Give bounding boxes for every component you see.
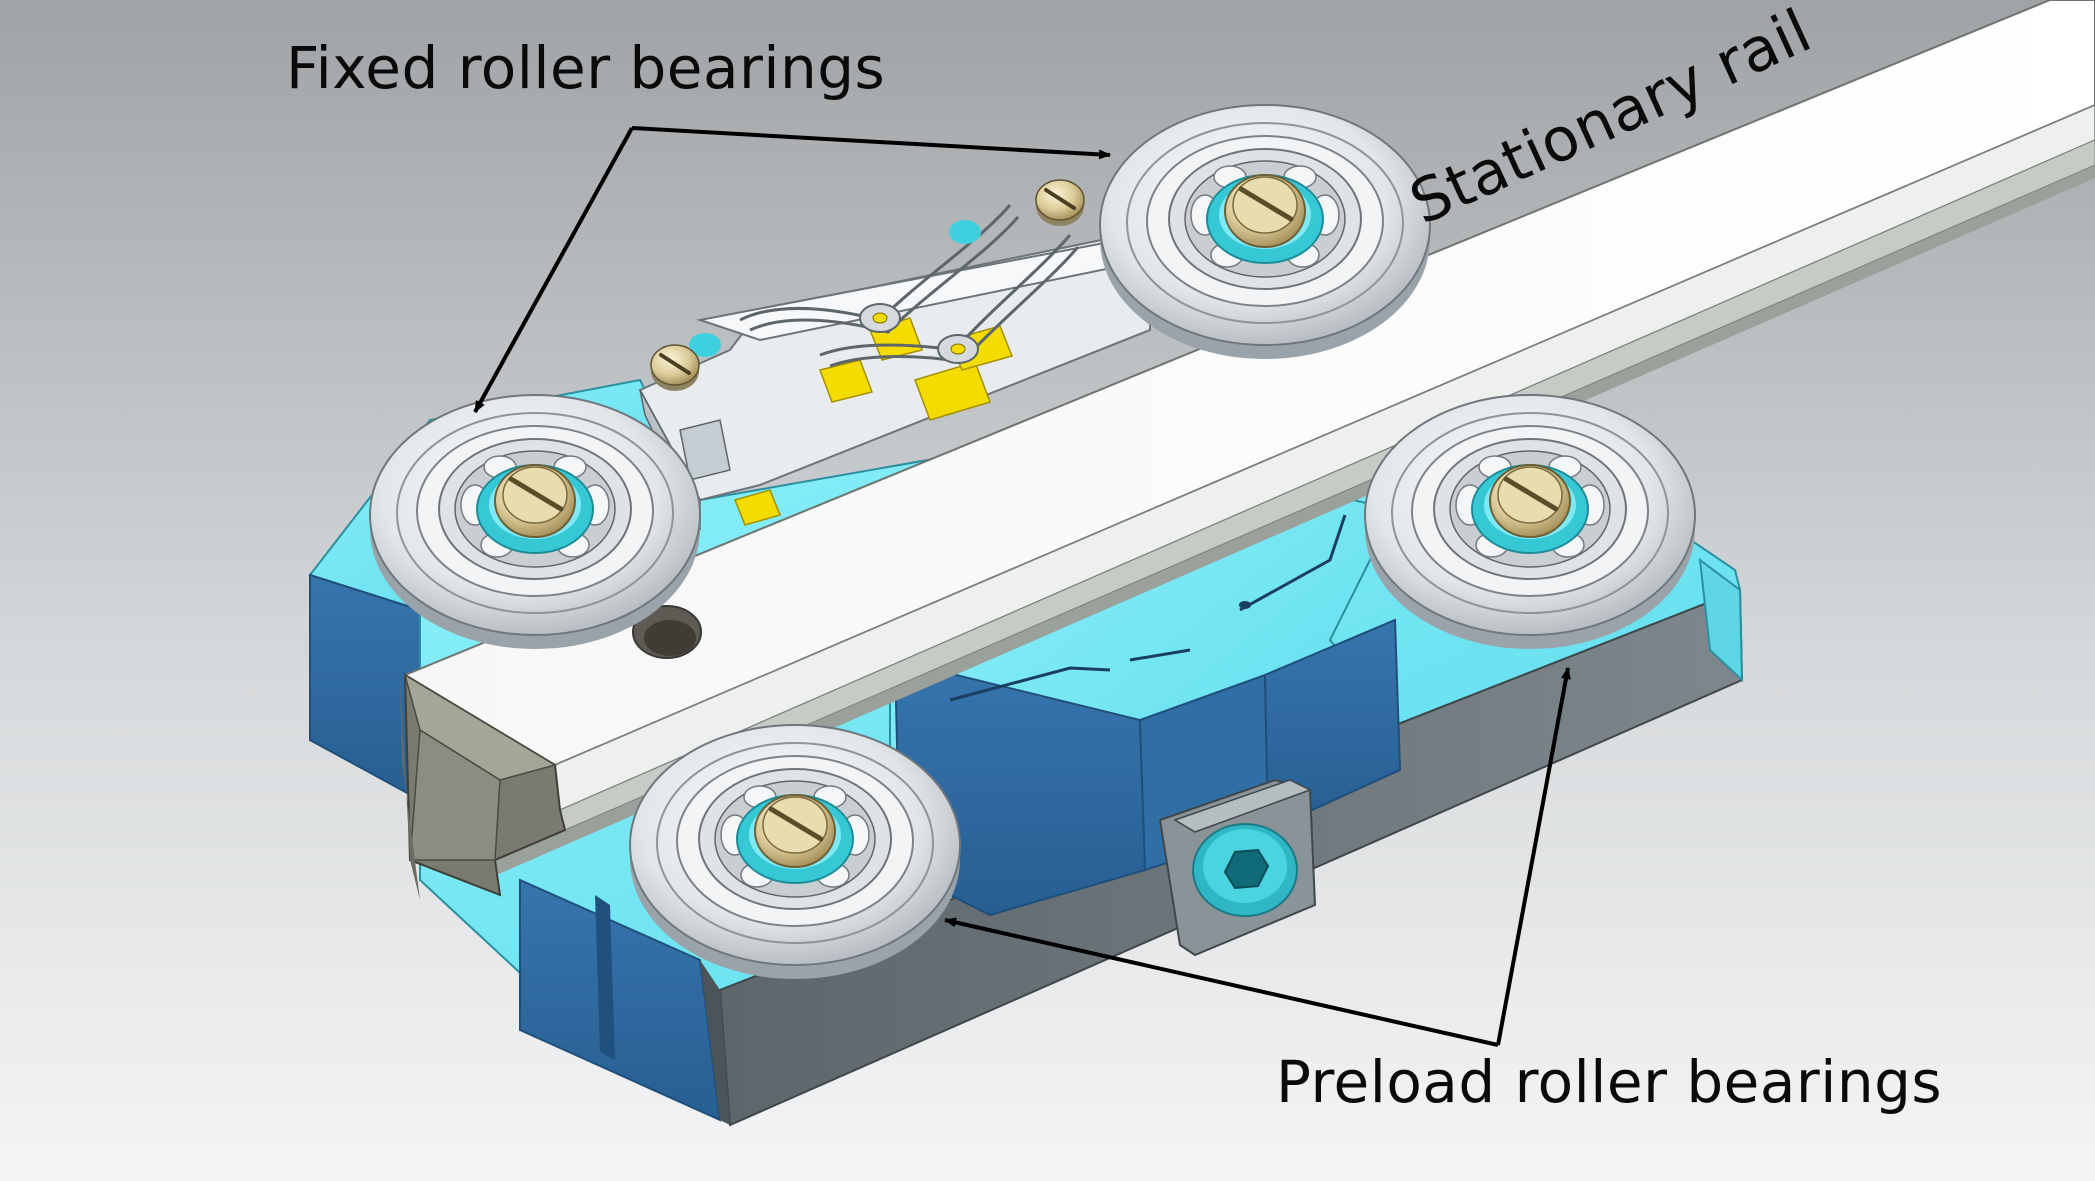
preload-bearing-right [1365,395,1695,649]
arrow-preload-right [1496,667,1571,1046]
arrow-fixed-left [473,127,634,413]
fixed-bearings-label: Fixed roller bearings [286,34,886,102]
arrow-preload-left [944,917,1499,1047]
annotation-arrows [473,126,1571,1047]
preload-bearing-left [630,725,960,979]
stationary-rail [400,0,2095,900]
roller-bearing-icon [1100,105,1430,359]
arrow-fixed-right [631,126,1111,160]
fixed-bearing-right [1100,105,1430,359]
contact-switch-assembly [638,178,1153,531]
fixed-bearing-left [370,395,700,649]
hex-socket-bolt-icon [1192,823,1298,917]
roller-bearing-icon [1365,395,1695,649]
roller-bearing-icon [370,395,700,649]
roller-bearing-icon [630,725,960,979]
preload-bearings-label: Preload roller bearings [1276,1048,1943,1116]
